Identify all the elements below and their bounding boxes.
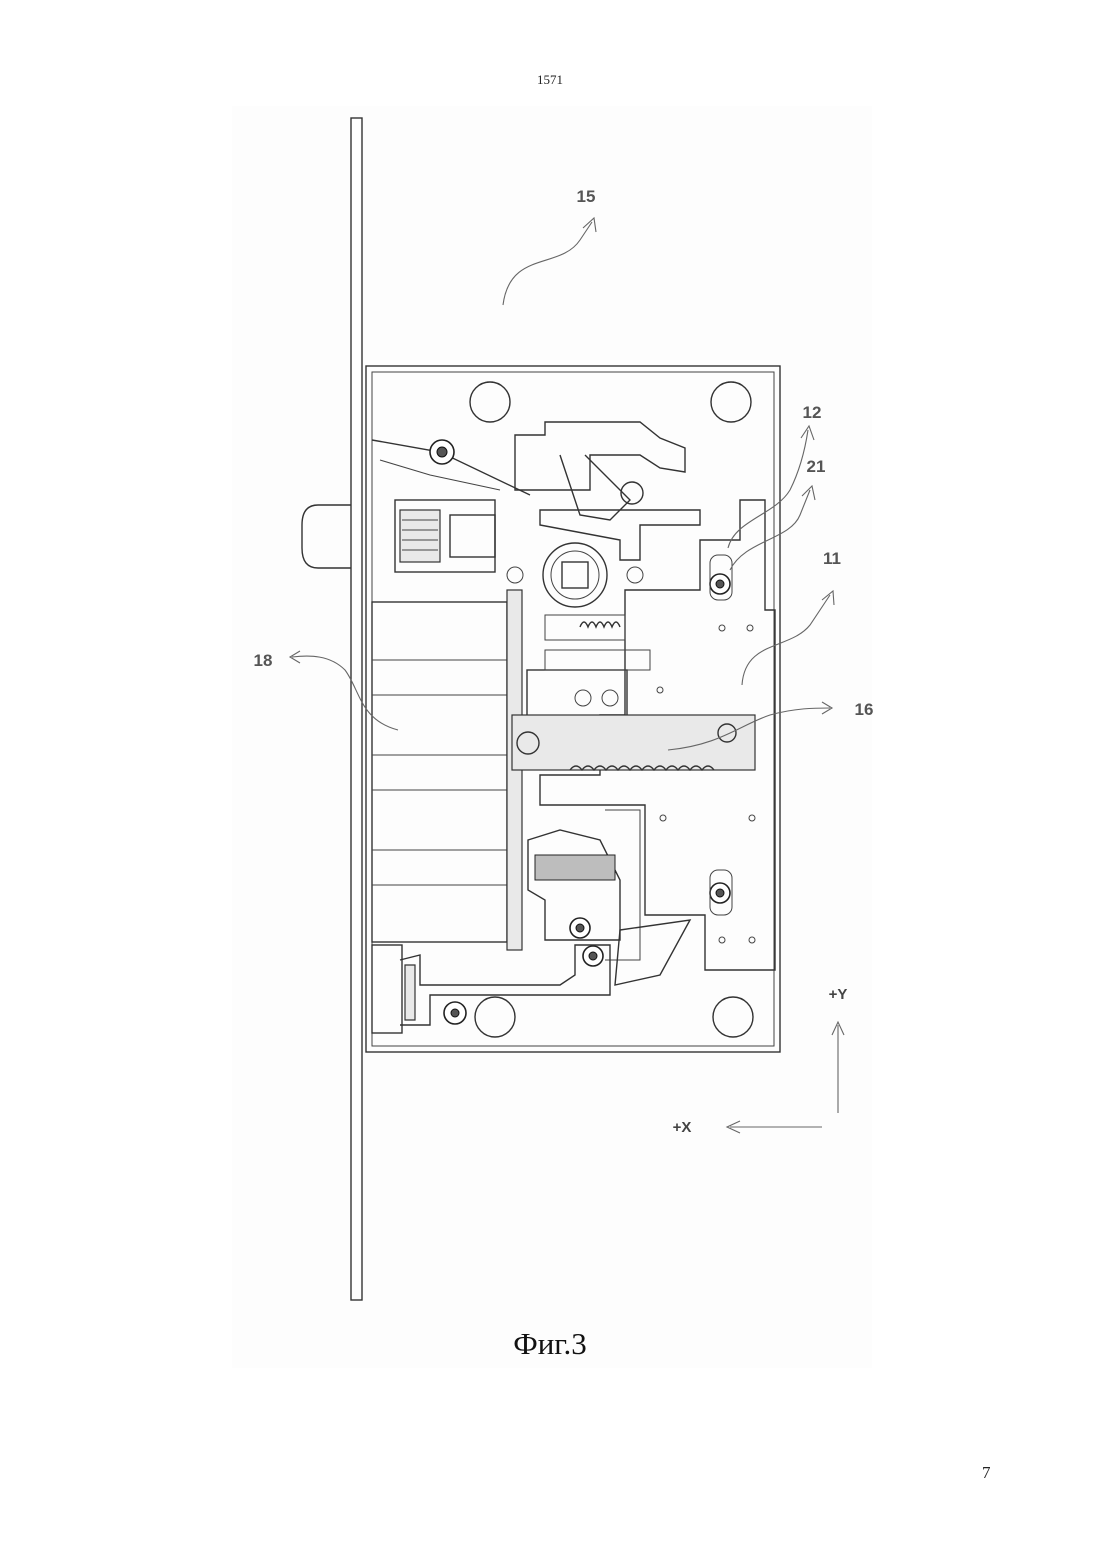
spindle-hub	[543, 543, 607, 607]
leader-12	[728, 426, 814, 548]
label-16: 16	[855, 700, 874, 719]
lock-body	[366, 366, 780, 1052]
lower-lever	[372, 945, 610, 1033]
label-18: 18	[254, 651, 273, 670]
latch-bolt	[302, 500, 495, 572]
screw-lower-right	[583, 946, 603, 966]
y-axis-label: +Y	[829, 986, 848, 1003]
mount-hole-bottom-right	[713, 997, 753, 1037]
screw-lower-left	[444, 1002, 466, 1024]
x-axis-label: +X	[673, 1119, 692, 1136]
label-15: 15	[577, 187, 596, 206]
y-axis-arrow	[832, 1022, 844, 1113]
page-number-bottom: 7	[982, 1463, 991, 1483]
toothed-bar	[512, 670, 755, 770]
leader-11	[742, 591, 834, 685]
mount-hole-top-left	[470, 382, 510, 422]
leader-18	[290, 651, 398, 730]
label-12: 12	[803, 403, 822, 422]
label-21: 21	[807, 457, 826, 476]
spring	[545, 615, 650, 670]
mount-hole-top-right	[711, 382, 751, 422]
screw-upper-left	[430, 440, 454, 464]
label-11: 11	[823, 549, 841, 568]
x-axis-arrow	[727, 1121, 822, 1133]
deadbolt-stack	[372, 590, 522, 950]
face-plate	[351, 118, 362, 1300]
leader-21	[730, 486, 815, 570]
screw-lower-middle	[570, 918, 590, 938]
screw-right-bottom	[710, 883, 730, 903]
lower-mechanism	[528, 810, 690, 985]
leader-15	[503, 218, 596, 305]
screw-right-top	[710, 574, 730, 594]
mount-hole-bottom-left	[475, 997, 515, 1037]
figure-caption: Фиг.3	[0, 1326, 1100, 1362]
